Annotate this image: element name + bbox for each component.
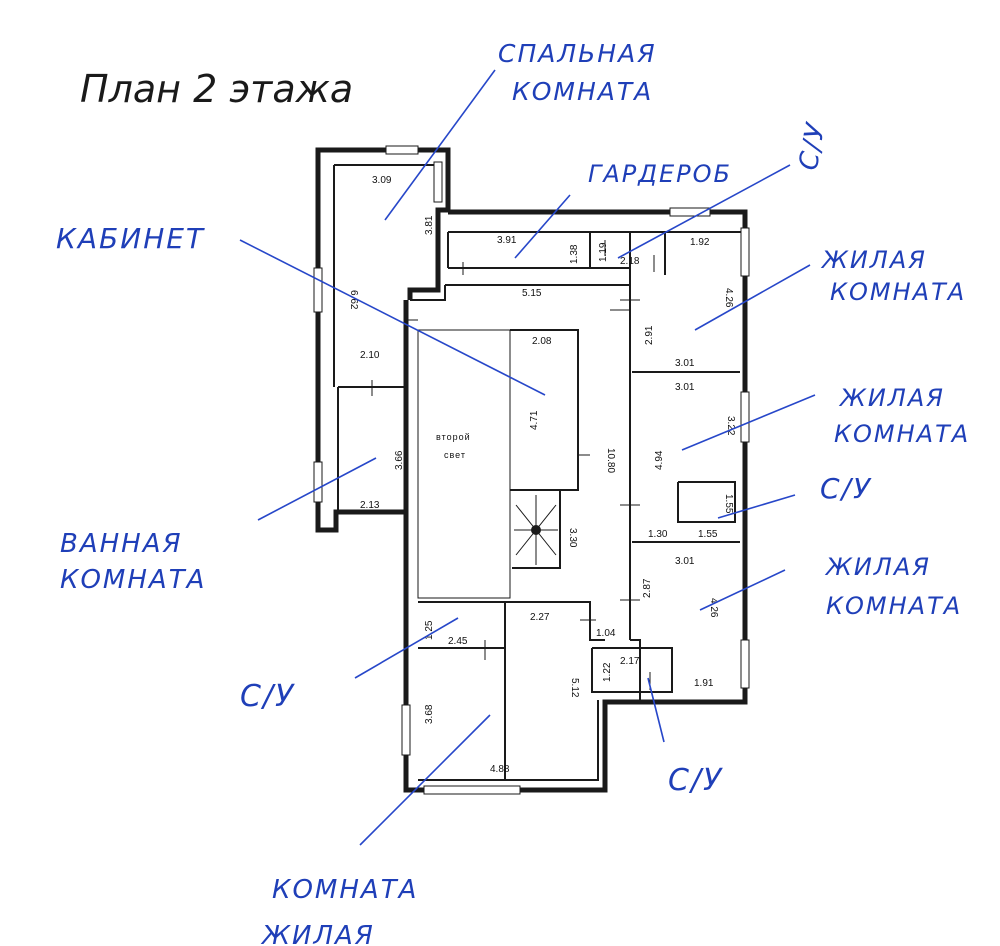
walls [315, 147, 748, 793]
dim-label: 3.09 [372, 175, 392, 186]
annotations: СПАЛЬНАЯ КОМНАТА ГАРДЕРОБ С/У КАБИНЕТ ЖИ… [56, 39, 970, 946]
annotation-leaders [239, 69, 816, 846]
dim-label: 1.91 [694, 678, 714, 689]
dim-label: 1.92 [690, 237, 710, 248]
label-bedroom-2: КОМНАТА [512, 77, 653, 106]
dim-label: 3.01 [675, 358, 695, 369]
label-bedroom-1: СПАЛЬНАЯ [498, 39, 657, 68]
staircase [514, 495, 558, 565]
dim-label: 3.66 [394, 450, 405, 470]
plan-title: План 2 этажа [80, 67, 353, 111]
second-light-label-2: свет [444, 450, 466, 460]
label-wc-bottom: С/У [668, 763, 723, 798]
label-room-1: КОМНАТА [272, 875, 418, 905]
label-bathroom-2: КОМНАТА [60, 565, 206, 595]
label-room-2: ЖИЛАЯ [260, 921, 375, 946]
dim-label: 4.88 [490, 764, 510, 775]
label-living1-1: ЖИЛАЯ [820, 246, 927, 274]
dim-label: 1.19 [598, 242, 609, 262]
dim-label: 2.18 [620, 256, 640, 267]
windows [313, 145, 750, 795]
label-wc-top: С/У [794, 119, 832, 172]
label-living2-1: ЖИЛАЯ [838, 384, 945, 412]
second-light-label-1: второй [436, 432, 471, 442]
dim-label: 2.08 [532, 336, 552, 347]
label-wardrobe: ГАРДЕРОБ [588, 160, 732, 188]
dimensions: 3.09 3.81 6.62 2.10 3.66 2.13 3.91 1.38 … [348, 175, 736, 775]
dim-label: 3.30 [567, 528, 578, 548]
label-wc-right: С/У [820, 472, 872, 505]
dim-label: 4.71 [529, 410, 540, 430]
dim-label: 3.81 [424, 215, 435, 235]
dim-label: 3.22 [725, 416, 736, 436]
dim-label: 2.91 [644, 325, 655, 345]
dim-label: 10.80 [605, 448, 616, 473]
dim-label: 4.26 [708, 598, 719, 618]
dim-label: 2.45 [448, 636, 468, 647]
label-living2-2: КОМНАТА [834, 420, 970, 448]
dim-label: 6.62 [348, 290, 359, 310]
label-living3-1: ЖИЛАЯ [824, 553, 931, 581]
label-living3-2: КОМНАТА [826, 592, 962, 620]
dim-label: 1.55 [698, 529, 718, 540]
dim-label: 4.94 [654, 450, 665, 470]
dim-label: 3.01 [675, 382, 695, 393]
dim-label: 2.17 [620, 656, 640, 667]
dim-label: 5.15 [522, 288, 542, 299]
dim-label: 1.30 [648, 529, 668, 540]
dim-label: 1.25 [424, 620, 435, 640]
dim-label: 1.04 [596, 628, 616, 639]
dim-label: 1.22 [602, 662, 613, 682]
dim-label: 2.13 [360, 500, 380, 511]
label-study: КАБИНЕТ [56, 222, 205, 255]
dim-label: 2.27 [530, 612, 550, 623]
label-living1-2: КОМНАТА [830, 278, 966, 306]
dim-label: 5.12 [569, 678, 580, 698]
dim-label: 3.91 [497, 235, 517, 246]
dim-label: 3.68 [424, 704, 435, 724]
label-wc-left: С/У [240, 679, 295, 714]
dim-label: 1.38 [569, 244, 580, 264]
dim-label: 1.55 [723, 494, 734, 514]
dim-label: 3.01 [675, 556, 695, 567]
dim-label: 2.87 [642, 578, 653, 598]
dim-label: 4.26 [723, 288, 734, 308]
dim-label: 2.10 [360, 350, 380, 361]
label-bathroom-1: ВАННАЯ [60, 529, 183, 559]
